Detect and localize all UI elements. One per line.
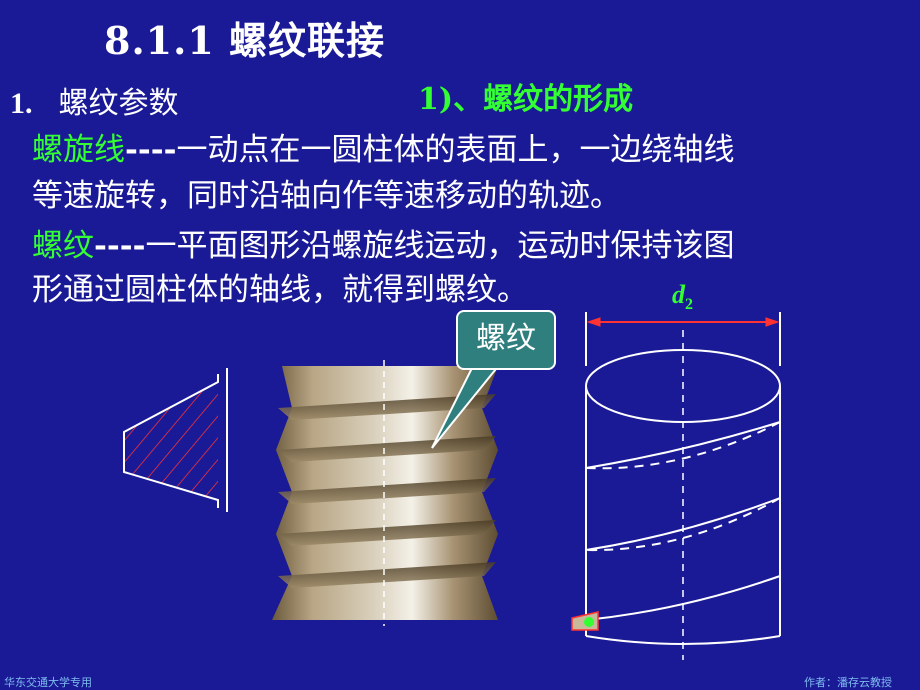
- moving-point-marker: [571, 611, 599, 631]
- helix-cylinder-diagram: [585, 312, 781, 660]
- thread-text-1: 一平面图形沿螺旋线运动，运动时保持该图: [145, 228, 735, 264]
- d2-dimension-label: d2: [672, 280, 693, 314]
- helix-term: 螺旋线: [32, 132, 125, 168]
- thread-profile-section: [123, 368, 228, 512]
- thread-definition-line1: 螺纹----一平面图形沿螺旋线运动，运动时保持该图: [32, 220, 734, 265]
- subsection-heading: 1)、螺纹的形成: [418, 82, 634, 117]
- slide-title: 8.1.1 螺纹联接: [104, 18, 386, 63]
- section-label: 螺纹参数: [58, 86, 179, 121]
- helix-text-1: 一动点在一圆柱体的表面上，一边绕轴线: [176, 132, 735, 168]
- thread-dash: ----: [94, 228, 146, 264]
- section-heading: 1. 螺纹参数: [10, 78, 179, 122]
- thread-callout-box: 螺纹: [456, 310, 556, 370]
- helix-definition-line2: 等速旋转，同时沿轴向作等速移动的轨迹。: [32, 178, 621, 214]
- thread-definition-line2: 形通过圆柱体的轴线，就得到螺纹。: [32, 272, 528, 308]
- helix-dash: ----: [125, 132, 177, 168]
- helix-definition-line1: 螺旋线----一动点在一圆柱体的表面上，一边绕轴线: [32, 124, 734, 169]
- footer-left-text: 华东交通大学专用: [4, 676, 92, 689]
- section-number: 1.: [10, 87, 33, 120]
- thread-term: 螺纹: [32, 228, 94, 264]
- footer-right-text: 作者：潘存云教授: [804, 676, 892, 689]
